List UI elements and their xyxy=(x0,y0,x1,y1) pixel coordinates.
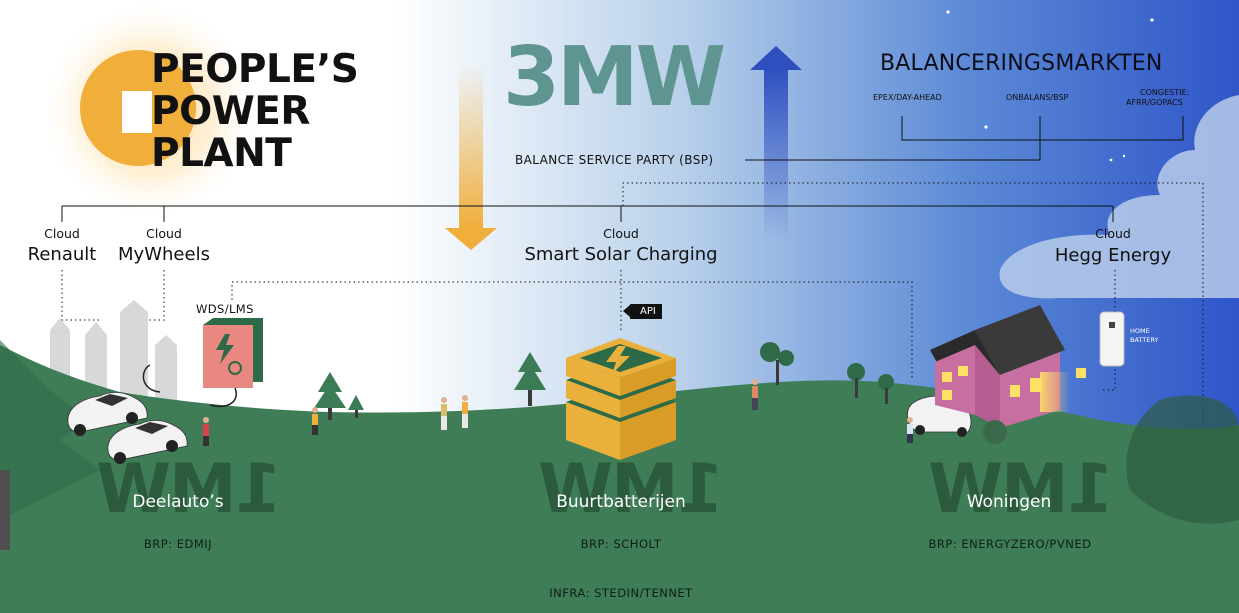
cloud-label-renault: Cloud xyxy=(44,226,80,241)
total-capacity: 3MW xyxy=(503,30,726,125)
people-illustration xyxy=(203,379,913,446)
left-tree-shadow xyxy=(0,340,100,520)
right-tree-shadow xyxy=(1126,395,1239,524)
sun-cutout xyxy=(122,91,152,133)
stars xyxy=(946,10,1154,162)
trees-illustration xyxy=(314,342,894,420)
cloud-name-renault: Renault xyxy=(27,244,97,265)
title-line-3: PLANT xyxy=(151,131,292,176)
cluster-brp-buurtbatterijen: BRP: SCHOLT xyxy=(580,537,662,551)
arrow-up-icon xyxy=(750,46,802,70)
cloud-bus-lines xyxy=(61,205,1114,222)
arrow-down-shaft xyxy=(459,65,483,230)
market-bracket xyxy=(745,116,1184,161)
cloud-label-smart-solar: Cloud xyxy=(603,226,639,241)
buildings-illustration xyxy=(50,300,177,400)
market-congestie: CONGESTIE: xyxy=(1140,88,1190,97)
cluster-name-buurtbatterijen: Buurtbatterijen xyxy=(556,492,686,512)
bsp-label: BALANCE SERVICE PARTY (BSP) xyxy=(515,153,714,167)
cluster-brp-woningen: BRP: ENERGYZERO/PVNED xyxy=(928,537,1092,551)
wds-lms-label: WDS/LMS xyxy=(196,302,254,316)
cloud-name-mywheels: MyWheels xyxy=(118,244,210,265)
arrow-down-icon xyxy=(445,228,497,250)
home-battery-label-line-2: BATTERY xyxy=(1130,336,1159,344)
market-onbalans: ONBALANS/BSP xyxy=(1006,93,1069,102)
home-battery-label-line-1: HOME xyxy=(1130,327,1150,335)
house-illustration xyxy=(930,305,1086,444)
cluster-name-deelautos: Deelauto’s xyxy=(132,492,224,512)
api-tag: API xyxy=(630,304,662,319)
charging-station-icon xyxy=(142,318,263,407)
cloud-name-hegg: Hegg Energy xyxy=(1054,245,1172,266)
cluster-capacity-buurtbatterijen: 1MW xyxy=(540,450,724,529)
cluster-name-woningen: Woningen xyxy=(966,492,1052,512)
cloud-label-hegg: Cloud xyxy=(1095,226,1131,241)
cloud-name-smart-solar: Smart Solar Charging xyxy=(524,244,718,265)
home-battery-icon xyxy=(1099,311,1125,367)
cluster-brp-deelautos: BRP: EDMIJ xyxy=(143,537,213,551)
cluster-capacity-woningen: 1MW xyxy=(930,450,1114,529)
api-tag-pointer xyxy=(623,305,630,317)
market-epex: EPEX/DAY-AHEAD xyxy=(873,93,942,102)
title-line-1: PEOPLE’S xyxy=(151,47,359,92)
neighbourhood-battery-icon xyxy=(566,338,676,460)
cloud-label-mywheels: Cloud xyxy=(146,226,182,241)
market-congestie-sub: AFRR/GOPACS xyxy=(1126,98,1183,107)
arrow-up-shaft xyxy=(764,68,788,240)
home-battery-label: HOME BATTERY xyxy=(1130,327,1158,345)
title-line-2: POWER xyxy=(151,89,310,134)
left-tree-trunk xyxy=(0,470,10,550)
markets-title: BALANCERINGSMARKTEN xyxy=(880,51,1163,76)
hegg-cloud-shape xyxy=(999,95,1239,299)
infra-label: INFRA: STEDIN/TENNET xyxy=(549,586,693,600)
cluster-capacity-deelautos: 1MW xyxy=(98,450,282,529)
